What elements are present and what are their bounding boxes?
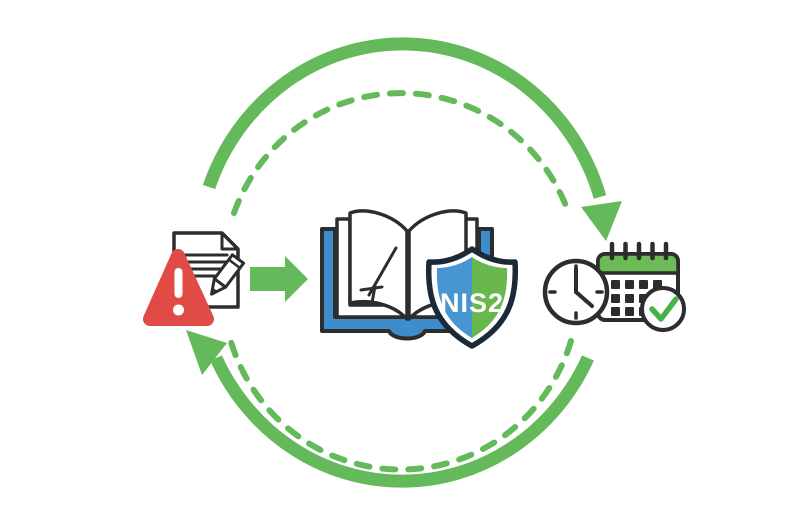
warning-triangle-icon — [143, 249, 214, 326]
pencil-tip-point — [211, 287, 218, 295]
exclamation-bar — [174, 268, 183, 298]
flow-arrow-right-icon — [250, 256, 308, 302]
cycle-arrow-top-arrowhead — [581, 201, 622, 241]
check-mark — [649, 296, 679, 322]
nis2-handbook-group: NIS2 — [320, 209, 519, 349]
document-folded-corner — [220, 231, 240, 251]
calendar-binder-rings — [609, 241, 669, 261]
incident-report-group — [143, 231, 246, 326]
pencil-band — [227, 258, 242, 270]
clock-icon — [542, 258, 610, 326]
check-circle-icon — [640, 286, 686, 332]
page-arrow-sketch — [359, 246, 398, 305]
cycle-arrow-bottom-solid-arc — [210, 355, 594, 488]
shield-right-half — [472, 257, 508, 338]
cycle-arrow-bottom-arrowhead — [186, 330, 227, 375]
deadline-group — [542, 241, 686, 332]
calendar-icon — [596, 241, 680, 322]
check-circle — [640, 286, 686, 332]
book-left-page — [348, 209, 409, 321]
cycle-arrow-top-dashed-arc — [231, 90, 572, 217]
cycle-arrow-top-icon — [202, 37, 622, 241]
cycle-arrow-bottom-icon — [186, 330, 594, 488]
pencil-icon — [210, 253, 246, 296]
cycle-arrow-top-solid-arc — [202, 37, 607, 199]
exclamation-dot — [173, 304, 184, 316]
cycle-arrow-bottom-dashed-arc — [228, 338, 574, 473]
shield-left-half — [436, 257, 472, 338]
nis2-shield-icon: NIS2 — [425, 246, 519, 349]
shield-label: NIS2 — [440, 288, 504, 318]
calendar-header — [596, 252, 680, 275]
clock-hands — [574, 267, 594, 308]
